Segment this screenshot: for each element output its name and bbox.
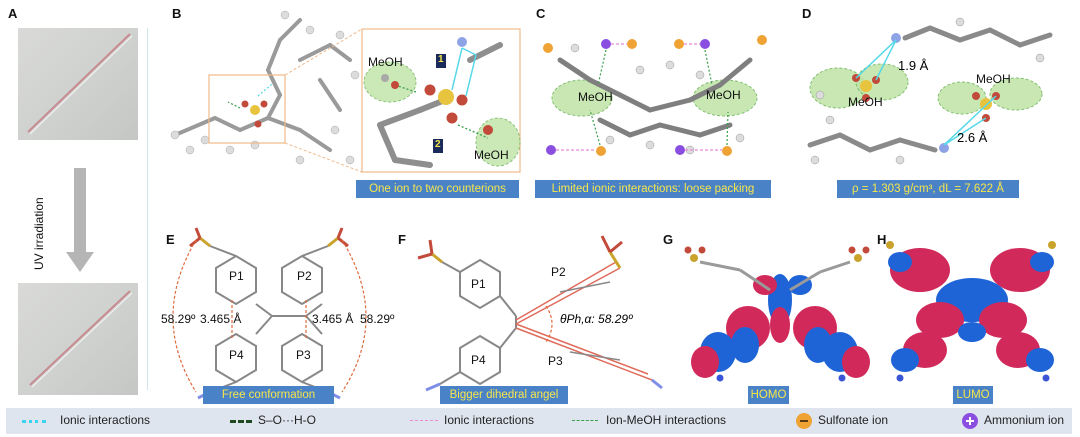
meoh-label-right: MeOH <box>706 88 741 102</box>
meoh-label-top: MeOH <box>368 55 403 69</box>
panel-g-caption: HOMO <box>748 386 789 404</box>
panel-label-d: D <box>802 6 812 21</box>
legend-pink-dashed-line <box>410 420 438 421</box>
angle-left-label: 58.29º <box>161 312 196 326</box>
tube-photo-before <box>18 28 138 140</box>
ammonium-icon <box>962 413 978 429</box>
marker-1: 1 <box>438 54 444 65</box>
legend-ion-meoh: Ion-MeOH interactions <box>606 413 727 427</box>
ring-p4-label-f: P4 <box>471 353 486 367</box>
dihedral-angle-label: θPh,α: 58.29º <box>560 312 633 326</box>
panel-f-caption: Bigger dihedral angel <box>440 386 568 404</box>
panel-e-caption: Free conformation <box>203 386 334 404</box>
legend-cyan-dotted-line <box>22 420 46 423</box>
legend-ammonium: Ammonium ion <box>984 413 1065 427</box>
meoh-label-left-d: MeOH <box>848 95 883 109</box>
panel-label-h: H <box>877 232 887 247</box>
legend-green-dashed-line <box>572 420 598 421</box>
panel-h-caption: LUMO <box>953 386 993 404</box>
legend-ionic-interactions-pink: Ionic interactions <box>444 413 535 427</box>
tube-photo-after <box>18 283 138 395</box>
panel-label-c: C <box>536 6 546 21</box>
ring-p2-label: P2 <box>297 269 312 283</box>
distance-right-label: 3.465 Å <box>312 312 354 326</box>
tube-before-drawing <box>27 33 133 135</box>
panel-label-f: F <box>398 232 406 247</box>
down-arrow-icon <box>66 168 94 272</box>
ring-p4-label: P4 <box>229 348 244 362</box>
ring-p1-label-f: P1 <box>471 277 486 291</box>
ring-p1-label: P1 <box>229 269 244 283</box>
ring-p2-label-f: P2 <box>551 265 566 279</box>
marker-2: 2 <box>435 139 441 150</box>
panel-label-b: B <box>172 6 182 21</box>
panel-d-caption: ρ = 1.303 g/cm³, dL = 7.622 Å <box>837 180 1019 198</box>
distance-label-2: 2.6 Å <box>957 130 988 145</box>
panel-label-e: E <box>166 232 175 247</box>
panel-c-caption: Limited ionic interactions: loose packin… <box>535 180 771 198</box>
legend-ionic-interactions-cyan: Ionic interactions <box>60 413 151 427</box>
distance-label-1: 1.9 Å <box>898 58 929 73</box>
panel-label-a: A <box>8 6 18 21</box>
panel-label-g: G <box>663 232 674 247</box>
ring-p3-label-f: P3 <box>548 354 563 368</box>
meoh-label-left: MeOH <box>578 90 613 104</box>
meoh-label-bottom: MeOH <box>474 148 509 162</box>
angle-right-label: 58.29º <box>360 312 395 326</box>
legend-sulfonate: Sulfonate ion <box>818 413 889 427</box>
panel-separator <box>147 28 148 390</box>
tube-after-drawing <box>29 290 133 388</box>
distance-left-label: 3.465 Å <box>200 312 242 326</box>
legend-dark-dashed-line <box>230 420 252 423</box>
meoh-label-right-d: MeOH <box>976 72 1011 86</box>
ring-p3-label: P3 <box>296 348 311 362</box>
legend-s-o-h-o: S–O···H-O <box>258 413 316 427</box>
sulfonate-icon <box>796 413 812 429</box>
legend-bar: Ionic interactions S–O···H-O Ionic inter… <box>6 408 1072 434</box>
panel-b-caption: One ion to two counterions <box>356 180 519 198</box>
